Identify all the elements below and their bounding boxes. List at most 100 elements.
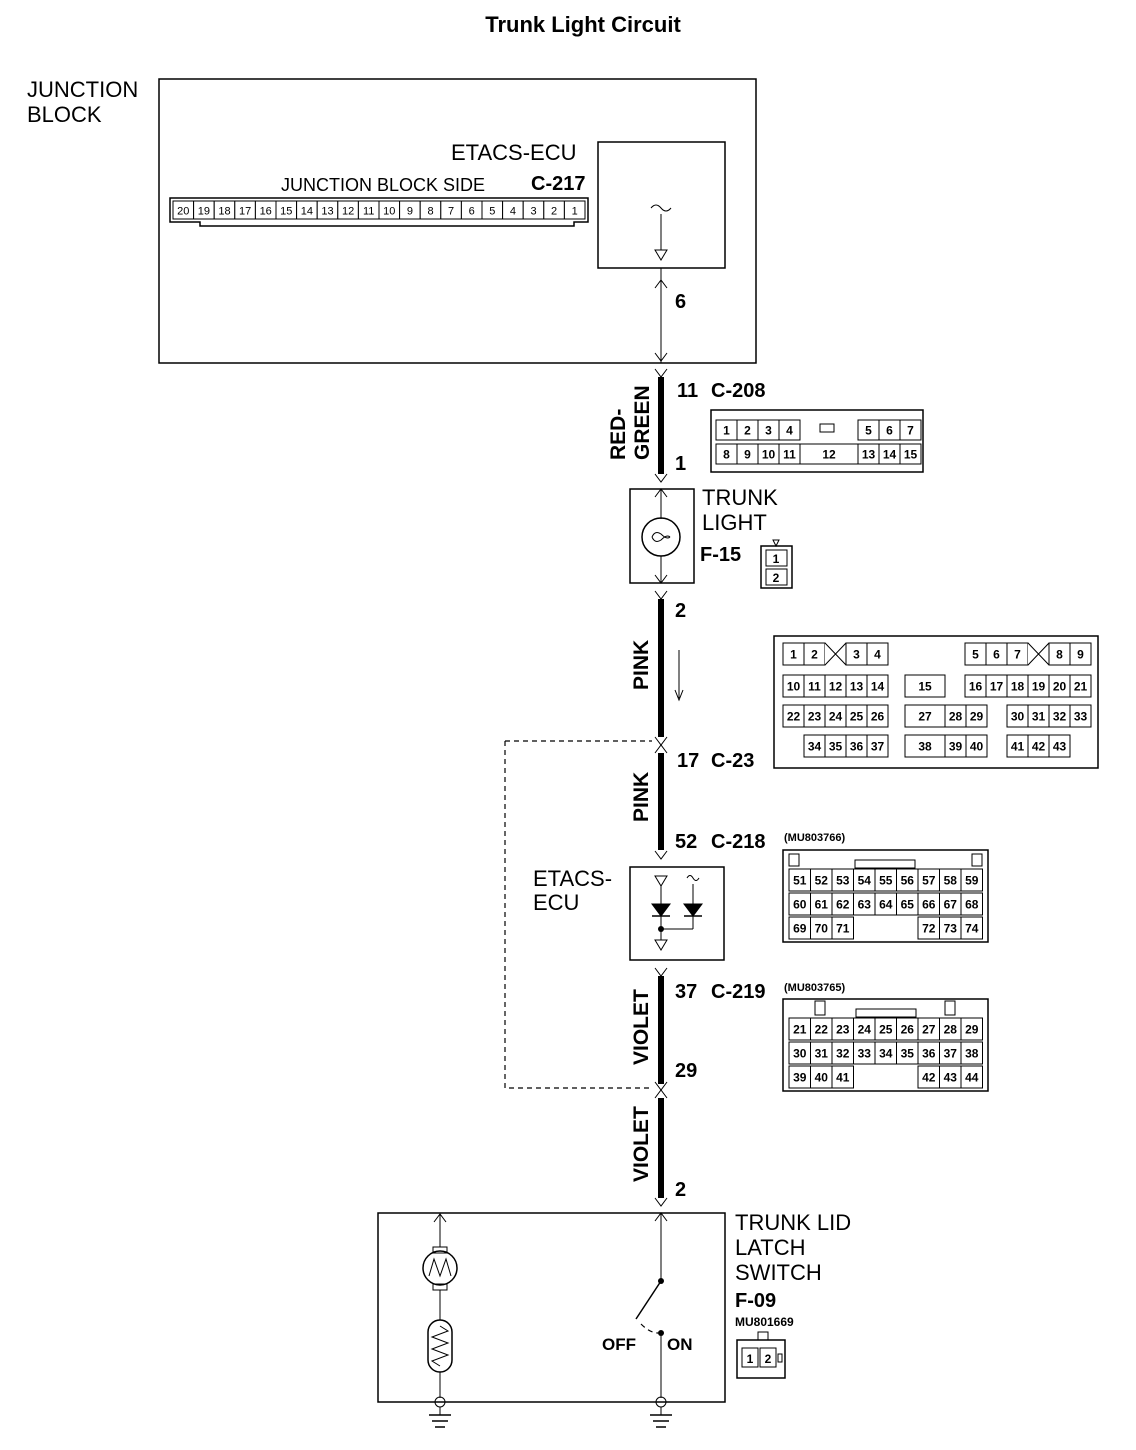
c218-pin-62: 62 [836, 898, 850, 912]
c208-pin-10: 10 [762, 448, 776, 462]
c219-pin-33: 33 [858, 1047, 872, 1061]
c218-pin-70: 70 [815, 922, 829, 936]
c23-pin-19: 19 [1032, 680, 1046, 694]
c23-pin-21: 21 [1074, 680, 1088, 694]
wire-color-violet-1: VIOLET [630, 989, 653, 1065]
c23-pin-33-cell [1069, 704, 1092, 728]
c218-pin-71: 71 [836, 922, 850, 936]
c23-pin-1: 1 [790, 648, 797, 662]
c23-pin-8: 8 [1056, 648, 1063, 662]
c217-pin-3: 3 [530, 206, 536, 218]
c217-pin-10: 10 [383, 206, 395, 218]
c219-pin-29: 29 [965, 1023, 979, 1037]
c23-pin-20: 20 [1053, 680, 1067, 694]
c208-pin-3: 3 [765, 424, 772, 438]
c208-pin-1: 1 [675, 453, 686, 475]
c23-pin-27: 27 [918, 710, 932, 724]
c23-pin-29-cell [965, 704, 988, 728]
c219-pin-38-cell [960, 1041, 983, 1065]
c23-pin-34: 34 [808, 740, 822, 754]
c208-pin-7-cell [899, 419, 922, 441]
trunk-lid-pin-2: 2 [675, 1179, 686, 1201]
c217-pin-2: 2 [551, 206, 557, 218]
c217-pin-13: 13 [321, 206, 333, 218]
c23-pin-2: 2 [811, 648, 818, 662]
c218-pin-56: 56 [901, 874, 915, 888]
c219-pin-40: 40 [815, 1071, 829, 1085]
f15-pin-1: 1 [773, 552, 780, 566]
c208-key [819, 423, 835, 433]
c23-pin-7: 7 [1014, 648, 1021, 662]
c219-pin-26: 26 [901, 1023, 915, 1037]
ground-icon-left [429, 1407, 451, 1428]
ground-icon-right [650, 1407, 672, 1428]
junction-block-side-label: JUNCTION BLOCK SIDE [281, 175, 485, 195]
c217-pin-18: 18 [218, 206, 230, 218]
c23-pin-35: 35 [829, 740, 843, 754]
c219-pin-32: 32 [836, 1047, 850, 1061]
c23-pin-24: 24 [829, 710, 843, 724]
c23-pin-28: 28 [949, 710, 963, 724]
c218-pin-51: 51 [793, 874, 807, 888]
f09-pin-2: 2 [765, 1352, 772, 1366]
c219-pin-44-cell [960, 1065, 983, 1089]
c219-pin-22: 22 [815, 1023, 829, 1037]
c208-pin-7: 7 [907, 424, 914, 438]
c218-pin-65: 65 [901, 898, 915, 912]
c23-pin-39: 39 [949, 740, 963, 754]
c23-pin-36: 36 [850, 740, 864, 754]
wire-color-green: GREEN [631, 385, 654, 460]
c23-pin-3: 3 [853, 648, 860, 662]
c23-pin-15: 15 [918, 680, 932, 694]
c218-pin-55: 55 [879, 874, 893, 888]
c218-pin-71-cell [831, 916, 854, 940]
latch-switch-contact [635, 1280, 662, 1320]
c208-pin-11: 11 [783, 448, 796, 462]
c219-pin-35: 35 [901, 1047, 915, 1061]
c218-pin-52: 52 [675, 831, 697, 853]
wire-color-red: RED- [607, 409, 630, 460]
c218-pin-68: 68 [965, 898, 979, 912]
c23-pin-43-cell [1048, 734, 1071, 758]
c218-pin-69: 69 [793, 922, 807, 936]
c23-pin-10: 10 [787, 680, 801, 694]
c217-pin-6: 6 [469, 206, 475, 218]
c219-pin-30: 30 [793, 1047, 807, 1061]
etacs-top-output-symbol [650, 204, 672, 261]
c218-pin-53: 53 [836, 874, 850, 888]
c219-pin-24: 24 [858, 1023, 872, 1037]
etacs-ecu-mid-label-1: ETACS- [533, 866, 612, 891]
c217-pin-8: 8 [427, 206, 433, 218]
c208-pin-4-cell [778, 419, 801, 441]
c23-pin-41: 41 [1011, 740, 1025, 754]
c218-pin-67: 67 [944, 898, 958, 912]
c208-pin-15-cell [899, 443, 922, 465]
c23-pin-11: 11 [808, 680, 821, 694]
c217-pin-12: 12 [342, 206, 354, 218]
c219-pin-28: 28 [944, 1023, 958, 1037]
motor-icon [422, 1250, 458, 1286]
c219-pin-38: 38 [965, 1047, 979, 1061]
c219-pin-42: 42 [922, 1071, 936, 1085]
c219-pin-37: 37 [675, 981, 697, 1003]
c208-pin-6: 6 [886, 424, 893, 438]
c217-pin-20: 20 [177, 206, 189, 218]
wire-color-pink-1: PINK [630, 640, 653, 690]
c219-pin-27: 27 [922, 1023, 936, 1037]
c219-pin-43: 43 [944, 1071, 958, 1085]
c23-pin-37-cell [866, 734, 889, 758]
c208-connector-label: C-208 [711, 380, 765, 402]
c208-pin-5: 5 [865, 424, 872, 438]
c219-pin-41-cell [831, 1065, 854, 1089]
f15-connector-label: F-15 [700, 544, 741, 566]
c217-pin-11: 11 [363, 206, 374, 218]
c218-pin-64: 64 [879, 898, 893, 912]
c218-pin-72: 72 [922, 922, 936, 936]
etacs-ecu-dashed-boundary [504, 740, 652, 1089]
c23-pin-6: 6 [993, 648, 1000, 662]
c23-pin-22: 22 [787, 710, 801, 724]
c217-pin-7: 7 [448, 206, 454, 218]
c23-pin-25: 25 [850, 710, 864, 724]
c218-pin-61: 61 [815, 898, 829, 912]
